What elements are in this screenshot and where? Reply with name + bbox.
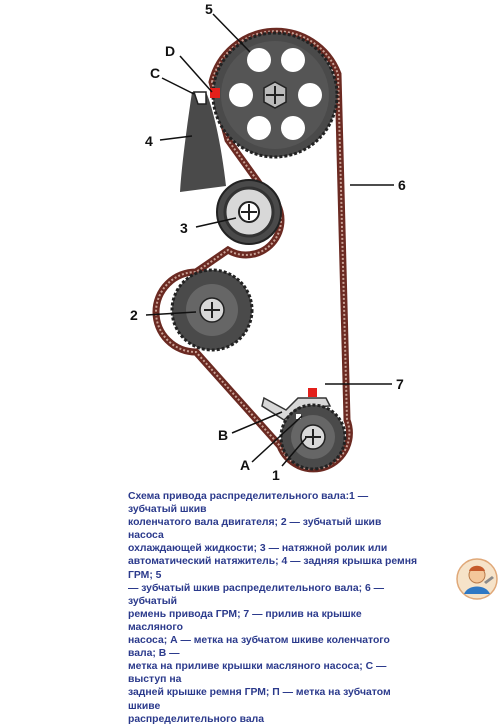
label-3: 3 [180,220,188,236]
rear-belt-cover [180,92,226,192]
oil-pump-timing-mark [308,388,317,397]
water-pump-pulley [170,268,254,352]
label-A: A [240,457,250,473]
rear-cover-lug [192,91,207,105]
crankshaft-pulley [279,403,347,471]
camshaft-pulley [211,31,339,159]
tensioner-roller [216,179,282,245]
label-1: 1 [272,467,280,483]
diagram-caption: Схема привода распределительного вала:1 … [128,491,418,725]
label-7: 7 [396,376,404,392]
label-2: 2 [130,307,138,323]
label-5: 5 [205,1,213,17]
leader-lines [145,13,394,467]
timing-belt-diagram: 5 D C 4 3 2 6 7 B A 1 [130,1,406,483]
mechanic-mascot-logo [456,558,498,600]
label-D: D [165,43,175,59]
label-6: 6 [398,177,406,193]
label-C: C [150,65,160,81]
camshaft-timing-mark [210,88,220,98]
label-4: 4 [145,133,153,149]
label-B: B [218,427,228,443]
timing-belt [152,27,353,473]
